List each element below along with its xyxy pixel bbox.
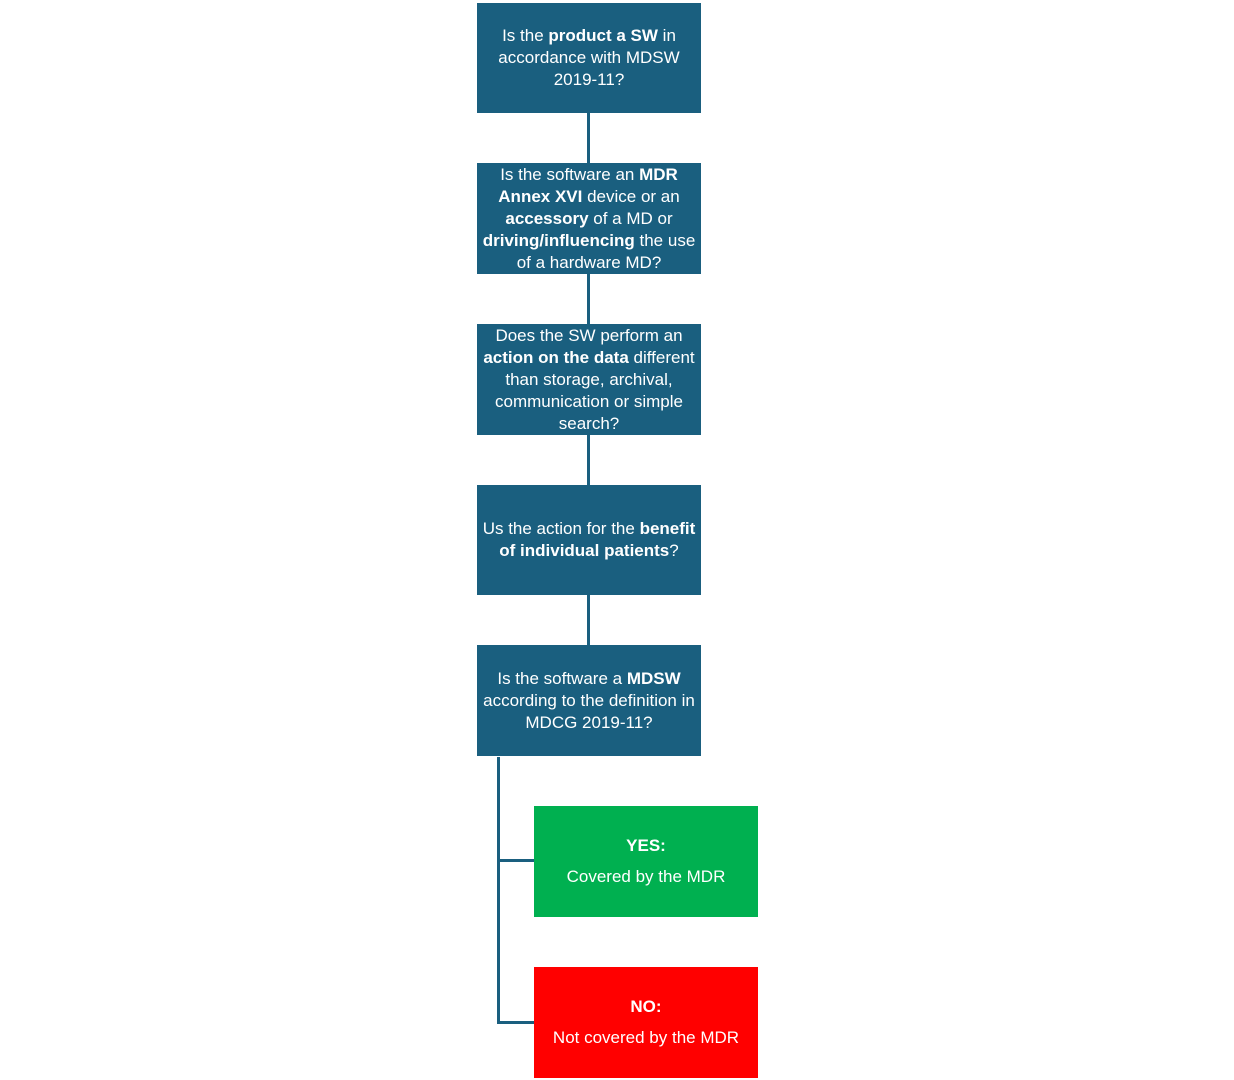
question-text: Does the SW perform an action on the dat… xyxy=(481,325,697,435)
question-text: Is the product a SW in accordance with M… xyxy=(481,25,697,91)
question-text: Is the software a MDSW according to the … xyxy=(481,668,697,734)
outcome-yes-label: YES: xyxy=(626,836,666,855)
question-text-plain: of a MD or xyxy=(588,208,673,228)
branch-connector-yes xyxy=(497,859,535,862)
connector-line xyxy=(587,113,590,163)
connector-line xyxy=(587,274,590,324)
question-text: Is the software an MDR Annex XVI device … xyxy=(481,164,697,274)
question-text-plain: Is the software an xyxy=(500,164,640,184)
question-text: Us the action for the benefit of individ… xyxy=(481,518,697,562)
outcome-no-label: NO: xyxy=(630,997,662,1016)
question-text-plain: ? xyxy=(669,541,679,560)
question-text-bold: MDSW xyxy=(626,668,681,688)
outcome-box-yes: YES: Covered by the MDR xyxy=(534,806,758,917)
question-text-plain: the use of a hardware MD? xyxy=(516,230,696,272)
question-text-plain: according to the definition in MDCG 2019… xyxy=(483,690,695,732)
question-text-plain: Is the software a xyxy=(497,668,627,688)
question-text-bold: action on the data xyxy=(483,347,629,367)
outcome-no-text: Not covered by the MDR xyxy=(552,1028,740,1047)
question-text-plain: Does the SW perform an xyxy=(495,325,683,345)
question-box-individual-patients: Us the action for the benefit of individ… xyxy=(477,485,701,595)
question-box-annex-xvi: Is the software an MDR Annex XVI device … xyxy=(477,163,701,274)
question-text-bold: product a SW xyxy=(548,26,658,45)
outcome-box-no: NO: Not covered by the MDR xyxy=(534,967,758,1078)
question-text-bold: driving/influencing xyxy=(482,230,635,250)
branch-connector-no xyxy=(497,1021,535,1024)
question-box-action-on-data: Does the SW perform an action on the dat… xyxy=(477,324,701,435)
question-text-plain: different than storage, archival, commun… xyxy=(494,347,695,433)
question-text-bold: benefit of individual patients xyxy=(499,519,696,560)
question-text-bold: MDR Annex XVI xyxy=(498,164,678,206)
question-box-mdsw: Is the software a MDSW according to the … xyxy=(477,645,701,756)
question-text-plain: in accordance with MDSW 2019-11? xyxy=(498,26,680,89)
branch-connector-vertical xyxy=(497,757,500,1024)
outcome-yes-text: Covered by the MDR xyxy=(566,867,726,886)
question-box-product-sw: Is the product a SW in accordance with M… xyxy=(477,3,701,113)
question-text-plain: Is the xyxy=(502,26,549,45)
connector-line xyxy=(587,435,590,485)
question-text-plain: Us the action for the xyxy=(482,519,640,538)
connector-line xyxy=(587,595,590,645)
question-text-plain: device or an xyxy=(582,186,680,206)
question-text-bold: accessory xyxy=(505,208,589,228)
